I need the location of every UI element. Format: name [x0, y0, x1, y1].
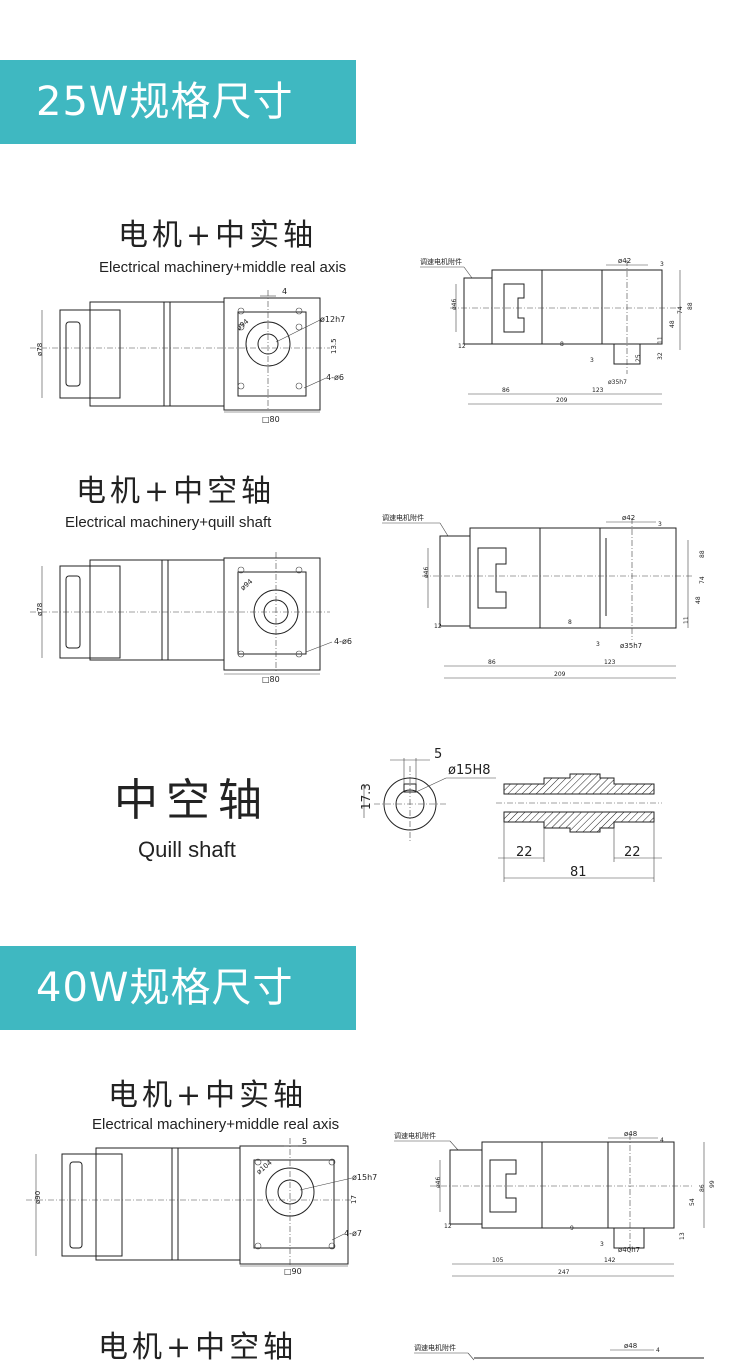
svg-text:99: 99 — [709, 1180, 716, 1188]
title-real-cn-40w: 电机+中实轴 — [108, 1078, 308, 1113]
svg-text:ø48: ø48 — [624, 1130, 637, 1138]
svg-text:32: 32 — [657, 352, 664, 360]
svg-text:123: 123 — [592, 387, 604, 394]
title-real-cn: 电机+中实轴 — [118, 218, 318, 253]
drawing-quill-section: 5 ø15H8 17.3 — [359, 747, 496, 842]
svg-text:123: 123 — [604, 659, 616, 666]
svg-text:209: 209 — [554, 671, 566, 678]
dim-d12: ø12h7 — [320, 315, 345, 324]
dim-quill-5: 5 — [434, 747, 442, 762]
svg-text:88: 88 — [699, 550, 706, 558]
drawing-quill-long: 22 22 81 — [496, 773, 662, 882]
svg-text:ø78: ø78 — [36, 603, 44, 616]
motor-body — [89, 301, 225, 407]
svg-text:调速电机附件: 调速电机附件 — [394, 1131, 436, 1140]
svg-text:调速电机附件: 调速电机附件 — [382, 513, 424, 522]
svg-text:12: 12 — [458, 343, 466, 350]
svg-text:209: 209 — [556, 397, 568, 404]
svg-text:ø48: ø48 — [624, 1342, 637, 1350]
svg-text:ø46: ø46 — [451, 299, 458, 310]
drawing-25w-real-side: 调速电机附件 ø42 3 ø46 12 86 123 209 8 3 25 32… — [420, 257, 694, 405]
svg-text:ø94: ø94 — [235, 317, 251, 332]
svg-text:54: 54 — [689, 1198, 696, 1206]
svg-text:5: 5 — [302, 1137, 307, 1146]
drawing-40w-hollow-side-partial: 调速电机附件 ø48 4 — [414, 1342, 704, 1361]
svg-text:ø15h7: ø15h7 — [352, 1173, 377, 1182]
svg-text:8: 8 — [568, 619, 572, 626]
section-banner-25w: 25W规格尺寸 — [0, 60, 356, 144]
svg-text:调速电机附件: 调速电机附件 — [414, 1343, 456, 1352]
svg-text:3: 3 — [590, 357, 594, 364]
dim-d78: ø78 — [36, 343, 44, 356]
svg-text:4-ø6: 4-ø6 — [334, 637, 352, 646]
svg-text:□80: □80 — [262, 675, 280, 684]
svg-text:4: 4 — [656, 1347, 660, 1354]
svg-text:3: 3 — [660, 261, 664, 268]
drawing-40w-real-front: ø90 5 ø104 ø15h7 17 4-ø7 □90 — [26, 1137, 377, 1276]
svg-text:86: 86 — [502, 387, 510, 394]
svg-text:11: 11 — [657, 336, 664, 344]
drawing-40w-real-side: 调速电机附件 ø48 4 ø46 12 105 142 247 9 3 ø40h… — [394, 1130, 716, 1277]
dim-quill-17: 17.3 — [359, 783, 373, 810]
svg-text:105: 105 — [492, 1257, 504, 1264]
dim-quill-d15: ø15H8 — [448, 763, 491, 778]
drawing-25w-hollow-front: ø78 ø94 4-ø6 □80 — [30, 552, 352, 684]
svg-text:22: 22 — [516, 845, 533, 860]
svg-text:12: 12 — [444, 1223, 452, 1230]
svg-text:88: 88 — [687, 302, 694, 310]
title-hollow-cn-40w: 电机+中空轴 — [98, 1330, 298, 1365]
svg-text:86: 86 — [699, 1184, 706, 1192]
title-quill-cn: 中空轴 — [114, 775, 270, 826]
title-real-en-40w: Electrical machinery+middle real axis — [92, 1116, 340, 1133]
section-banner-40w: 40W规格尺寸 — [0, 946, 356, 1030]
svg-text:ø90: ø90 — [34, 1191, 42, 1204]
svg-text:ø40h7: ø40h7 — [618, 1246, 640, 1254]
svg-text:48: 48 — [695, 596, 702, 604]
svg-text:11: 11 — [683, 616, 690, 624]
svg-text:13: 13 — [679, 1232, 686, 1240]
svg-text:247: 247 — [558, 1269, 570, 1276]
svg-text:ø35h7: ø35h7 — [608, 379, 627, 386]
dim-top4: 4 — [282, 287, 287, 296]
svg-text:3: 3 — [600, 1241, 604, 1248]
svg-text:ø94: ø94 — [239, 577, 255, 592]
svg-text:9: 9 — [570, 1225, 574, 1232]
label-adjust: 调速电机附件 — [420, 257, 462, 266]
dim-sq80: □80 — [262, 415, 280, 424]
dim-quill-81: 81 — [570, 865, 587, 880]
title-hollow-cn: 电机+中空轴 — [76, 474, 276, 509]
svg-text:ø42: ø42 — [622, 514, 635, 522]
svg-text:74: 74 — [699, 576, 706, 584]
title-hollow-en: Electrical machinery+quill shaft — [65, 514, 272, 531]
dim-4x6: 4-ø6 — [326, 373, 344, 382]
gear-head — [223, 297, 321, 411]
svg-text:13.5: 13.5 — [330, 338, 338, 354]
svg-text:142: 142 — [604, 1257, 616, 1264]
svg-text:74: 74 — [677, 306, 684, 314]
svg-text:□90: □90 — [284, 1267, 302, 1276]
svg-text:86: 86 — [488, 659, 496, 666]
svg-text:3: 3 — [596, 641, 600, 648]
svg-text:ø46: ø46 — [435, 1177, 442, 1188]
svg-text:8: 8 — [560, 341, 564, 348]
svg-text:4: 4 — [660, 1137, 664, 1144]
svg-text:ø104: ø104 — [255, 1158, 274, 1176]
svg-text:12: 12 — [434, 623, 442, 630]
drawing-25w-hollow-side: 调速电机附件 ø42 3 ø46 12 86 123 209 8 3 ø35h7… — [382, 513, 706, 679]
svg-text:ø42: ø42 — [618, 257, 631, 265]
svg-text:22: 22 — [624, 845, 641, 860]
svg-text:4-ø7: 4-ø7 — [344, 1229, 362, 1238]
title-quill-en: Quill shaft — [138, 837, 236, 862]
svg-text:3: 3 — [658, 521, 662, 528]
svg-text:ø46: ø46 — [423, 567, 430, 578]
svg-text:25: 25 — [635, 354, 642, 362]
drawing-25w-real-front: ø78 4 ø94 ø12h7 13.5 4-ø6 □80 — [30, 287, 345, 424]
svg-text:17: 17 — [350, 1195, 358, 1204]
title-real-en: Electrical machinery+middle real axis — [99, 259, 347, 276]
svg-text:ø35h7: ø35h7 — [620, 642, 642, 650]
svg-text:48: 48 — [669, 320, 676, 328]
